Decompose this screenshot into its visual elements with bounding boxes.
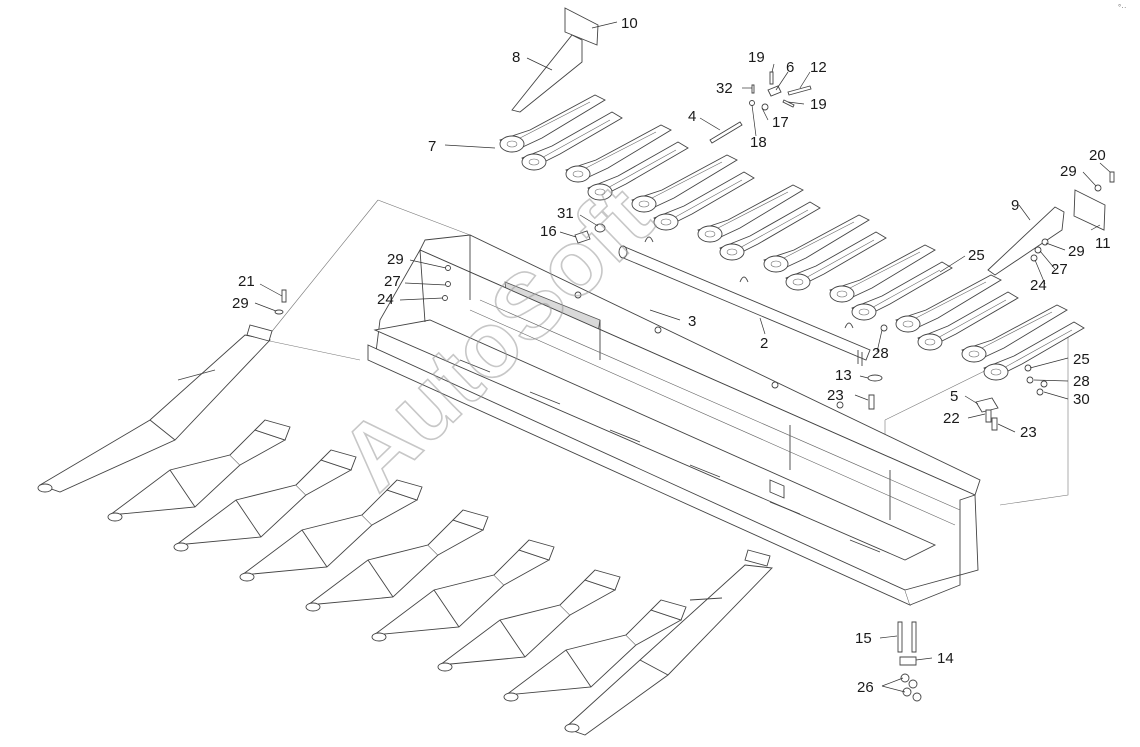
callout-31: 31 [557, 205, 574, 222]
gearbox-unit [829, 244, 953, 321]
callout-23-mid: 23 [827, 387, 844, 404]
row-divider [371, 539, 555, 642]
gearbox-unit [763, 214, 887, 291]
callout-labels: 10 8 19 6 12 32 19 4 17 18 7 20 29 9 11 … [232, 15, 1111, 696]
callout-17: 17 [772, 114, 789, 131]
left-end-divider [37, 324, 273, 493]
callout-29-far-left: 29 [232, 295, 249, 312]
gearbox-row [499, 94, 1085, 381]
row-divider [173, 449, 357, 552]
callout-26: 26 [857, 679, 874, 696]
callout-15: 15 [855, 630, 872, 647]
callout-14: 14 [937, 650, 954, 667]
callout-19: 19 [748, 49, 765, 66]
callout-28-mid: 28 [872, 345, 889, 362]
callout-25-right: 25 [1073, 351, 1090, 368]
callout-28-right: 28 [1073, 373, 1090, 390]
gearbox-unit [895, 274, 1019, 351]
callout-29-right: 29 [1068, 243, 1085, 260]
callout-30: 30 [1073, 391, 1090, 408]
callout-20: 20 [1089, 147, 1106, 164]
callout-29-right-top: 29 [1060, 163, 1077, 180]
drive-shaft [618, 236, 871, 366]
callout-21: 21 [238, 273, 255, 290]
callout-13: 13 [835, 367, 852, 384]
callout-5: 5 [950, 388, 958, 405]
callout-8: 8 [512, 49, 520, 66]
callout-2: 2 [760, 335, 768, 352]
divider-row [107, 419, 687, 702]
callout-25-top: 25 [968, 247, 985, 264]
gearbox-unit [631, 154, 755, 231]
callout-11: 11 [1095, 235, 1111, 252]
callout-27-left: 27 [384, 273, 401, 290]
row-divider [305, 509, 489, 612]
header-frame [367, 234, 981, 606]
row-divider [503, 599, 687, 702]
row-divider [437, 569, 621, 672]
row-divider [239, 479, 423, 582]
callout-27-right: 27 [1051, 261, 1068, 278]
row-divider [107, 419, 291, 522]
gearbox-unit [961, 304, 1085, 381]
callout-29-left: 29 [387, 251, 404, 268]
callout-32: 32 [716, 80, 733, 97]
callout-9: 9 [1011, 197, 1019, 214]
callout-24-right: 24 [1030, 277, 1047, 294]
callout-7: 7 [428, 138, 436, 155]
gearbox-unit [499, 94, 623, 171]
callout-18: 18 [750, 134, 767, 151]
gearbox-unit [697, 184, 821, 261]
callout-4: 4 [688, 108, 696, 125]
callout-3: 3 [688, 313, 696, 330]
callout-24-left: 24 [377, 291, 394, 308]
callout-23-right: 23 [1020, 424, 1037, 441]
leader-lines [254, 21, 1111, 693]
callout-12: 12 [810, 59, 827, 76]
callout-22: 22 [943, 410, 960, 427]
corner-mark: °·· [1118, 3, 1127, 12]
callout-16: 16 [540, 223, 557, 240]
gearbox-unit [565, 124, 689, 201]
callout-6: 6 [786, 59, 794, 76]
callout-19-lower: 19 [810, 96, 827, 113]
callout-10: 10 [621, 15, 638, 32]
right-end-divider [564, 549, 773, 736]
